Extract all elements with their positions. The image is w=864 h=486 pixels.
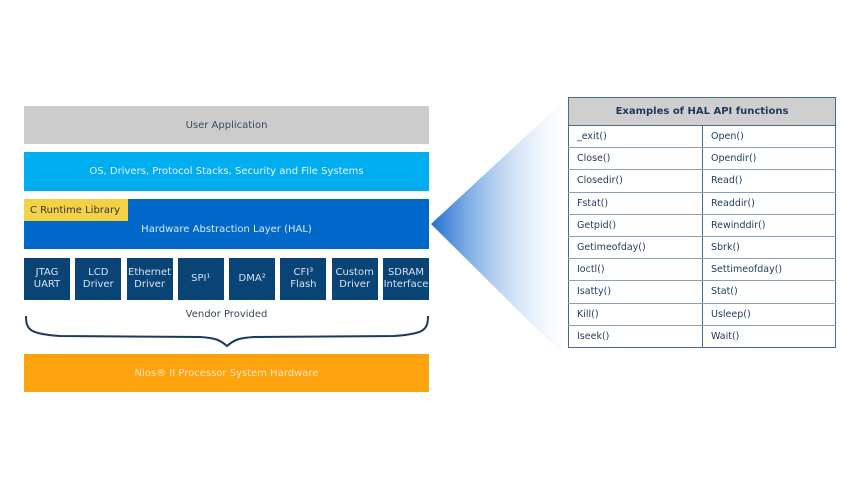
table-cell: Fstat() xyxy=(568,192,703,215)
curly-brace-icon xyxy=(25,315,429,348)
table-cell: _exit() xyxy=(568,125,703,149)
driver-box: DMA² xyxy=(229,258,276,300)
driver-row: JTAG UART LCD Driver Ethernet Driver SPI… xyxy=(24,258,429,300)
table-cell: Closedir() xyxy=(568,169,703,193)
hal-label: Hardware Abstraction Layer (HAL) xyxy=(141,224,312,235)
processor-hardware-label: Nios® II Processor System Hardware xyxy=(134,367,319,379)
table-cell: Opendir() xyxy=(702,147,836,171)
driver-box: LCD Driver xyxy=(75,258,122,300)
table-cell: Getimeofday() xyxy=(568,236,703,260)
driver-box: CFI³ Flash xyxy=(280,258,327,300)
table-row: Iseek()Wait() xyxy=(568,325,836,348)
driver-box: SDRAM Interface xyxy=(382,258,429,300)
table-cell: Isatty() xyxy=(568,280,703,304)
processor-hardware-layer: Nios® II Processor System Hardware xyxy=(24,354,429,392)
table-cell: Kill() xyxy=(568,303,703,326)
hal-layer: C Runtime Library Hardware Abstraction L… xyxy=(24,199,429,249)
table-cell: Close() xyxy=(568,147,703,171)
table-row: Ioctl()Settimeofday() xyxy=(568,258,836,282)
table-row: Isatty()Stat() xyxy=(568,280,836,304)
driver-box: Custom Driver xyxy=(331,258,378,300)
table-cell: Stat() xyxy=(702,280,836,304)
table-cell: Read() xyxy=(702,169,836,193)
table-row: Kill()Usleep() xyxy=(568,303,836,326)
table-row: Close()Opendir() xyxy=(568,147,836,171)
driver-box: JTAG UART xyxy=(24,258,70,300)
user-application-label: User Application xyxy=(185,119,268,131)
driver-box: SPI¹ xyxy=(177,258,224,300)
c-runtime-library: C Runtime Library xyxy=(24,199,128,221)
table-cell: Readdir() xyxy=(702,192,836,215)
table-cell: Open() xyxy=(702,125,836,149)
driver-box: Ethernet Driver xyxy=(126,258,173,300)
table-cell: Settimeofday() xyxy=(702,258,836,282)
table-title: Examples of HAL API functions xyxy=(568,97,836,126)
hal-api-table: Examples of HAL API functions _exit()Ope… xyxy=(568,97,836,348)
table-row: Getimeofday()Sbrk() xyxy=(568,236,836,260)
table-cell: Ioctl() xyxy=(568,258,703,282)
table-cell: Getpid() xyxy=(568,214,703,237)
table-row: _exit()Open() xyxy=(568,125,836,149)
table-row: Closedir()Read() xyxy=(568,169,836,193)
os-drivers-layer: OS, Drivers, Protocol Stacks, Security a… xyxy=(24,152,429,191)
table-row: Fstat()Readdir() xyxy=(568,192,836,215)
table-cell: Usleep() xyxy=(702,303,836,326)
table-row: Getpid()Rewinddir() xyxy=(568,214,836,237)
table-cell: Sbrk() xyxy=(702,236,836,260)
table-cell: Rewinddir() xyxy=(702,214,836,237)
table-cell: Iseek() xyxy=(568,325,703,348)
os-layer-label: OS, Drivers, Protocol Stacks, Security a… xyxy=(89,166,364,177)
table-cell: Wait() xyxy=(702,325,836,348)
vendor-provided-label: Vendor Provided xyxy=(185,309,268,320)
user-application-layer: User Application xyxy=(24,106,429,144)
